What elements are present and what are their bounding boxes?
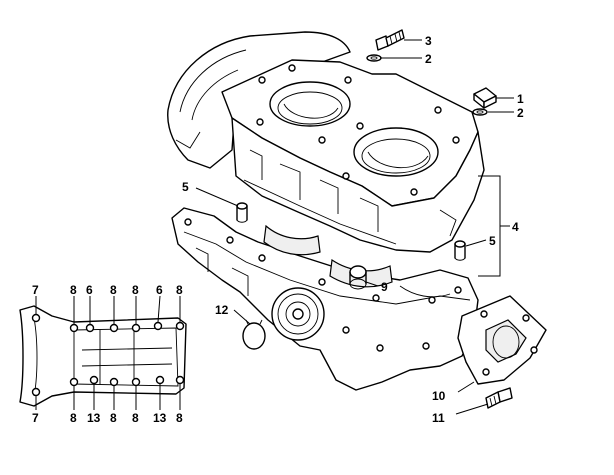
bolt-part-11: [485, 387, 513, 409]
callout-8-bottom-1: 8: [70, 411, 77, 425]
bolt-part-3: [375, 29, 405, 51]
callout-labels: 3 2 1 2 4 5 5 9 12 10 11 7 8 6 8 8 6 8 7…: [32, 34, 524, 425]
callout-3: 3: [425, 34, 432, 48]
callout-2-lower: 2: [517, 106, 524, 120]
callout-8-bottom-2: 8: [110, 411, 117, 425]
callout-13-bottom-2: 13: [153, 411, 167, 425]
plug-part-1: [473, 87, 497, 109]
leader-lines: [35, 39, 514, 415]
callout-10: 10: [432, 389, 446, 403]
callout-6-top-2: 6: [156, 283, 163, 297]
callout-8-top-1: 8: [70, 283, 77, 297]
callout-8-bottom-4: 8: [176, 411, 183, 425]
callout-2-upper: 2: [425, 52, 432, 66]
washer-part-2-upper: [366, 54, 382, 62]
dowel-pin-part-5-right: [454, 240, 466, 261]
callout-9: 9: [381, 280, 388, 294]
callout-4: 4: [512, 220, 519, 234]
callout-8-top-2: 8: [110, 283, 117, 297]
exhaust-flange: [457, 295, 547, 385]
callout-8-top-4: 8: [176, 283, 183, 297]
bolt-pattern-inset: [19, 305, 187, 407]
dowel-pin-part-5-left: [236, 202, 248, 223]
washer-part-2-lower: [472, 108, 488, 116]
lower-crankcase: [171, 207, 479, 391]
callout-8-top-3: 8: [132, 283, 139, 297]
callout-7-bottom: 7: [32, 411, 39, 425]
callout-5-left: 5: [182, 180, 189, 194]
callout-12: 12: [215, 303, 229, 317]
callout-1: 1: [517, 92, 524, 106]
callout-13-bottom-1: 13: [87, 411, 101, 425]
callout-7-top: 7: [32, 283, 39, 297]
callout-11: 11: [432, 411, 445, 425]
upper-crankcase: [167, 31, 485, 253]
callout-8-bottom-3: 8: [132, 411, 139, 425]
callout-5-right: 5: [489, 234, 496, 248]
snap-ring-part-12: [242, 319, 266, 350]
callout-6-top-1: 6: [86, 283, 93, 297]
